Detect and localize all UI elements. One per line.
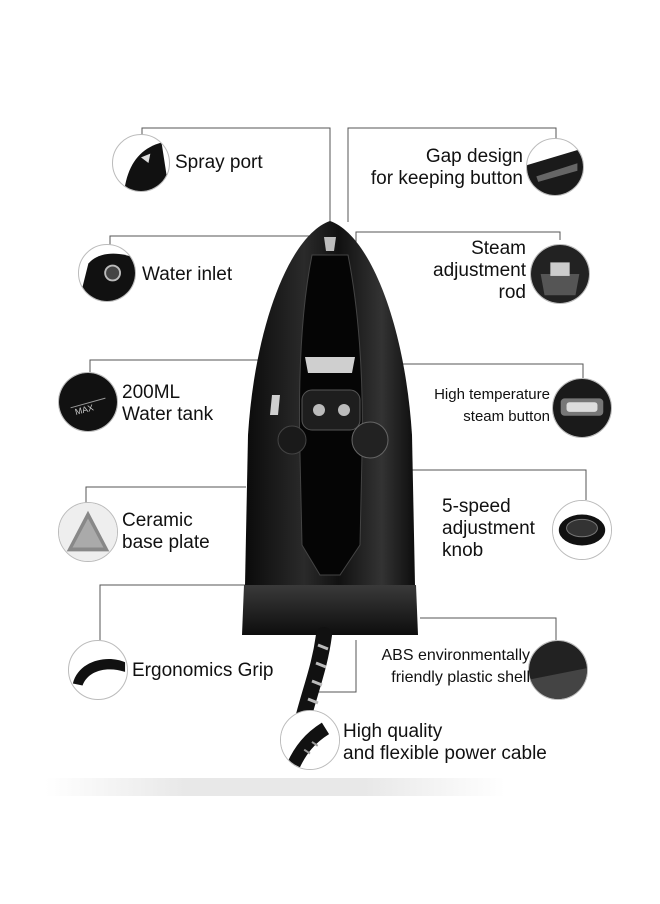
grip-text: Ergonomics Grip xyxy=(132,660,274,681)
spray-port-text: Spray port xyxy=(175,152,263,173)
ground-shadow xyxy=(45,778,505,796)
tank-max-mark: MAX xyxy=(74,402,95,417)
gap-design-line2: for keeping button xyxy=(370,168,523,189)
steam-rod-line3: rod xyxy=(498,282,526,303)
steam-rod-line1: Steam xyxy=(471,238,526,259)
high-temp-line2: steam button xyxy=(463,408,550,425)
label-ceramic: Ceramic base plate xyxy=(122,510,210,554)
gap-design-thumb xyxy=(526,138,584,196)
water-tank-line1: 200ML xyxy=(122,382,181,403)
abs-shell-icon xyxy=(529,641,587,699)
knob-thumb xyxy=(552,500,612,560)
grip-thumb xyxy=(68,640,128,700)
high-temp-thumb xyxy=(552,378,612,438)
label-water-tank: 200ML Water tank xyxy=(122,382,213,426)
high-temp-icon xyxy=(553,379,611,437)
water-tank-thumb: MAX xyxy=(58,372,118,432)
knob-line1: 5-speed xyxy=(442,496,511,517)
high-temp-line1: High temperature xyxy=(434,386,550,403)
label-grip: Ergonomics Grip xyxy=(132,660,274,682)
knob-line2: adjustment xyxy=(442,518,535,539)
abs-line1: ABS environmentally xyxy=(381,647,530,664)
ceramic-plate-icon xyxy=(59,503,117,561)
ceramic-line1: Ceramic xyxy=(122,510,193,531)
water-inlet-thumb xyxy=(78,244,136,302)
label-cable: High quality and flexible power cable xyxy=(343,721,547,765)
steam-rod-icon xyxy=(531,245,589,303)
knob-line3: knob xyxy=(442,540,484,561)
gap-design-line1: Gap design xyxy=(425,146,523,167)
ceramic-line2: base plate xyxy=(122,532,210,553)
water-inlet-text: Water inlet xyxy=(142,264,233,285)
label-steam-rod: Steam adjustment rod xyxy=(410,238,526,304)
steam-iron-illustration xyxy=(242,221,418,723)
steam-rod-thumb xyxy=(530,244,590,304)
label-spray-port: Spray port xyxy=(175,152,263,174)
label-high-temp: High temperature steam button xyxy=(410,384,550,428)
water-inlet-icon xyxy=(79,253,135,301)
ceramic-plate-thumb xyxy=(58,502,118,562)
knob-icon xyxy=(553,501,611,559)
cable-line2: and flexible power cable xyxy=(343,743,547,764)
spray-port-icon xyxy=(124,142,169,191)
cable-icon xyxy=(281,711,339,769)
steam-rod-line2: adjustment xyxy=(433,260,526,281)
label-abs-shell: ABS environmentally friendly plastic she… xyxy=(340,645,530,689)
spray-port-thumb xyxy=(112,134,170,192)
label-water-inlet: Water inlet xyxy=(142,264,232,286)
water-tank-line2: Water tank xyxy=(122,404,214,425)
label-knob: 5-speed adjustment knob xyxy=(442,496,535,562)
gap-design-icon xyxy=(527,148,583,195)
abs-line2: friendly plastic shell xyxy=(391,669,530,686)
water-tank-icon: MAX xyxy=(59,373,117,431)
abs-shell-thumb xyxy=(528,640,588,700)
grip-icon xyxy=(72,659,126,686)
label-gap-design: Gap design for keeping button xyxy=(348,146,523,190)
cable-thumb xyxy=(280,710,340,770)
cable-line1: High quality xyxy=(343,721,443,742)
